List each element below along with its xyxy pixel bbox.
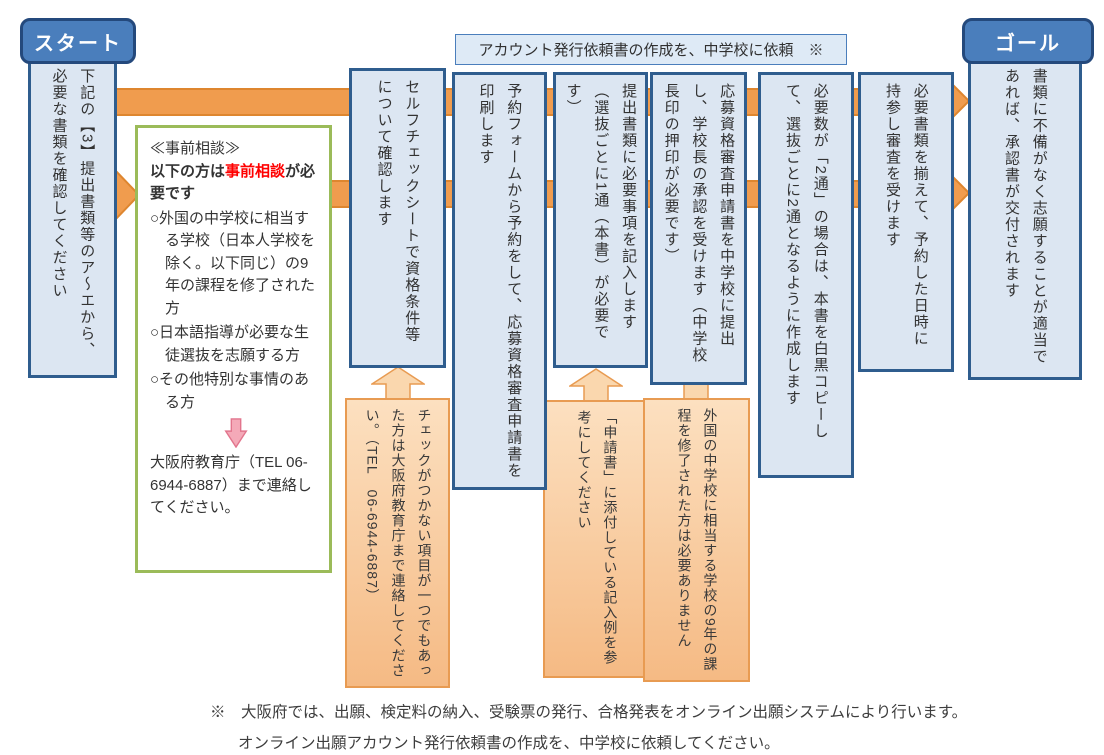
start-label: スタート (34, 32, 122, 55)
step-text-6: 必要数が「2通」の場合は、本書を白黒コピーして、選抜ごとに2通となるように作成し… (784, 83, 829, 440)
consult-box: ≪事前相談≫ 以下の方は事前相談が必要です ○外国の中学校に相当する学校（日本人… (135, 125, 332, 573)
footnote: ※ 大阪府では、出願、検定料の納入、受験票の発行、合格発表をオンライン出願システ… (210, 700, 990, 753)
callout-text-3: 外国の中学校に相当する学校の9年の課程を修了された方は必要ありません (676, 408, 719, 672)
consult-item: ○その他特別な事情のある方 (150, 371, 310, 411)
step-box-7: 必要書類を揃えて、予約した日時に持参し審査を受けます (858, 72, 954, 372)
consult-lead-highlight: 事前相談 (225, 162, 286, 180)
consult-item: ○日本語指導が必要な生徒選抜を志願する方 (150, 324, 310, 364)
consult-lead-prefix: 以下の方は (150, 162, 226, 180)
consult-lead: 以下の方は事前相談が必要です (150, 161, 317, 206)
callout-up-arrow-icon (371, 366, 425, 400)
step-box-5: 応募資格審査申請書を中学校に提出し、学校長の承認を受けます（中学校長印の押印が必… (650, 72, 747, 385)
step-box-6: 必要数が「2通」の場合は、本書を白黒コピーして、選抜ごとに2通となるように作成し… (758, 72, 854, 478)
consult-contact: 大阪府教育庁（TEL 06-6944-6887）まで連絡してください。 (150, 454, 312, 516)
account-note-label: アカウント発行依頼書の作成を、中学校に依頼 ※ (455, 34, 847, 65)
callout-up-arrow-icon (569, 368, 623, 402)
start-badge: スタート (20, 18, 136, 64)
footnote-line-1: ※ 大阪府では、出願、検定料の納入、受験票の発行、合格発表をオンライン出願システ… (210, 704, 968, 721)
consult-title: ≪事前相談≫ (150, 140, 241, 157)
consult-lead-suffix: が必要です (150, 162, 316, 203)
step-text-1: 下記の【3】提出書類等のア～エから、必要な書類を確認してください (50, 68, 96, 359)
account-note-text: アカウント発行依頼書の作成を、中学校に依頼 ※ (478, 42, 824, 59)
step-text-3: 予約フォームから予約をして、応募資格審査申請書を印刷します (477, 83, 523, 479)
step-box-3: 予約フォームから予約をして、応募資格審査申請書を印刷します (452, 72, 547, 490)
step-box-4: 提出書類に必要事項を記入します（選抜ごとに1通（本書）が必要です） (553, 72, 648, 368)
step-text-2: セルフチェックシートで資格条件等について確認します (375, 79, 421, 343)
callout-text-2: 「申請書」に添付している記入例を参考にしてください (576, 410, 619, 665)
goal-label: ゴール (995, 32, 1061, 55)
goal-badge: ゴール (962, 18, 1094, 64)
callout-2: 「申請書」に添付している記入例を参考にしてください (543, 400, 650, 678)
step-box-1: 下記の【3】提出書類等のア～エから、必要な書類を確認してください (28, 57, 117, 378)
consult-item: ○外国の中学校に相当する学校（日本人学校を除く。以下同じ）の9年の課程を修了され… (150, 209, 316, 317)
callout-3: 外国の中学校に相当する学校の9年の課程を修了された方は必要ありません (643, 398, 750, 682)
callout-1: チェックがつかない項目が一つでもあった方は大阪府教育庁まで連絡してください。（T… (345, 398, 450, 688)
goal-text: 書類に不備がなく志願することが適当であれば、承認書が交付されます (1003, 68, 1048, 365)
step-text-5: 応募資格審査申請書を中学校に提出し、学校長の承認を受けます（中学校長印の押印が必… (662, 83, 736, 364)
step-box-2: セルフチェックシートで資格条件等について確認します (349, 68, 446, 368)
goal-box: 書類に不備がなく志願することが適当であれば、承認書が交付されます (968, 57, 1082, 380)
footnote-line-2: オンライン出願アカウント発行依頼書の作成を、中学校に依頼してください。 (238, 735, 780, 752)
down-arrow-icon (224, 418, 248, 448)
step-text-4: 提出書類に必要事項を記入します（選抜ごとに1通（本書）が必要です） (564, 83, 638, 341)
step-text-7: 必要書類を揃えて、予約した日時に持参し審査を受けます (884, 83, 929, 347)
callout-text-1: チェックがつかない項目が一つでもあった方は大阪府教育庁まで連絡してください。（T… (364, 408, 433, 678)
